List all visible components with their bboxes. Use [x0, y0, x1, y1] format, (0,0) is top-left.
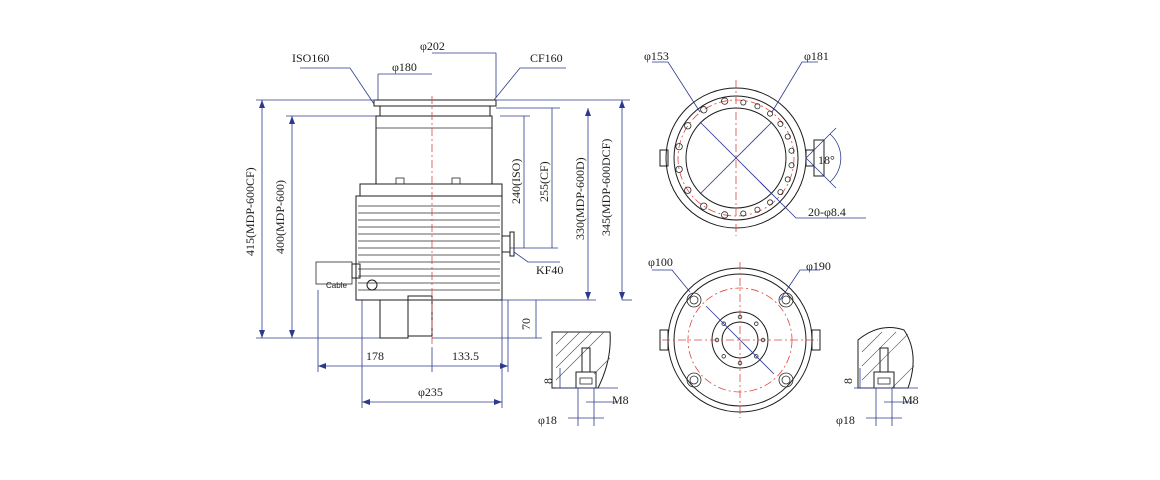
top-view	[652, 61, 866, 236]
label-18deg: 18°	[818, 153, 835, 167]
label-kf40: KF40	[536, 263, 563, 277]
flange-bolt-hole	[700, 202, 708, 210]
flange-bolt-hole	[740, 210, 747, 217]
flange-bolt-hole	[754, 103, 761, 110]
label-345: 345(MDP-600DCF)	[599, 139, 613, 236]
flange-bolt-hole	[754, 206, 761, 213]
housing-collar	[359, 183, 503, 197]
flange-bolt-hole	[700, 106, 708, 114]
inner-bolt-hole	[737, 314, 743, 320]
flange-bolt-hole	[784, 133, 791, 140]
label-255: 255(CF)	[537, 161, 551, 202]
mounting-hole	[781, 375, 791, 385]
flange-bolt-hole	[675, 165, 683, 173]
inner-bolt-hole	[754, 354, 759, 359]
label-phi18-a: φ18	[538, 413, 557, 427]
mounting-hole	[778, 292, 794, 308]
flange-bolt-hole	[684, 186, 692, 194]
inner-bolt-hole	[721, 354, 726, 359]
side-view	[315, 96, 515, 348]
controller-block	[407, 295, 433, 337]
label-cf160: CF160	[530, 51, 563, 65]
flange-neck	[379, 105, 491, 117]
flange-bolt-hole	[675, 143, 683, 151]
top-flange	[373, 99, 497, 107]
label-iso160: ISO160	[292, 51, 329, 65]
inner-bolt-hole	[760, 337, 766, 343]
label-330: 330(MDP-600D)	[573, 157, 587, 240]
label-133-5: 133.5	[452, 349, 479, 363]
mounting-hole	[686, 372, 702, 388]
flange-bolt-hole	[767, 110, 774, 117]
label-8-a: 8	[541, 378, 555, 384]
label-m8-a: M8	[612, 393, 629, 407]
cable-box	[315, 261, 353, 285]
flange-bolt-hole	[721, 211, 729, 219]
mounting-hole	[778, 372, 794, 388]
label-phi202: φ202	[420, 39, 445, 53]
upper-housing	[375, 115, 493, 185]
detail-a	[551, 331, 618, 426]
flange-bolt-hole	[788, 147, 795, 154]
flange-bolt-hole	[777, 120, 784, 127]
mounting-hole	[686, 292, 702, 308]
label-phi190: φ190	[806, 259, 831, 273]
side-view-dimensions	[256, 52, 632, 408]
controller-box	[379, 299, 409, 339]
label-phi180: φ180	[392, 60, 417, 74]
label-phi181: φ181	[804, 49, 829, 63]
label-cable: Cable	[326, 281, 347, 290]
flange-bolt-hole	[784, 176, 791, 183]
mounting-hole	[689, 295, 699, 305]
mounting-hole	[689, 375, 699, 385]
label-8-b: 8	[841, 378, 855, 384]
label-400: 400(MDP-600)	[273, 180, 287, 254]
flange-bolt-hole	[788, 162, 795, 169]
label-phi235: φ235	[418, 385, 443, 399]
inner-bolt-hole	[737, 360, 743, 366]
bottom-view	[652, 262, 821, 418]
flange-bolt-hole	[777, 189, 784, 196]
label-178: 178	[366, 349, 384, 363]
kf40-port	[501, 235, 511, 253]
inner-bolt-hole	[721, 321, 726, 326]
flange-bolt-hole	[684, 122, 692, 130]
label-phi153: φ153	[644, 49, 669, 63]
flange-bolt-hole	[721, 97, 729, 105]
label-phi18-b: φ18	[836, 413, 855, 427]
inner-bolt-hole	[714, 337, 720, 343]
label-m8-b: M8	[902, 393, 919, 407]
detail-b	[854, 327, 918, 426]
label-240: 240(ISO)	[509, 159, 523, 204]
label-phi100: φ100	[648, 255, 673, 269]
label-20-phi8-4: 20-φ8.4	[808, 205, 846, 219]
flange-bolt-hole	[740, 99, 747, 106]
inner-bolt-hole	[754, 321, 759, 326]
label-415: 415(MDP-600CF)	[243, 167, 257, 256]
mounting-hole	[781, 295, 791, 305]
label-70: 70	[519, 318, 533, 330]
flange-bolt-hole	[767, 199, 774, 206]
